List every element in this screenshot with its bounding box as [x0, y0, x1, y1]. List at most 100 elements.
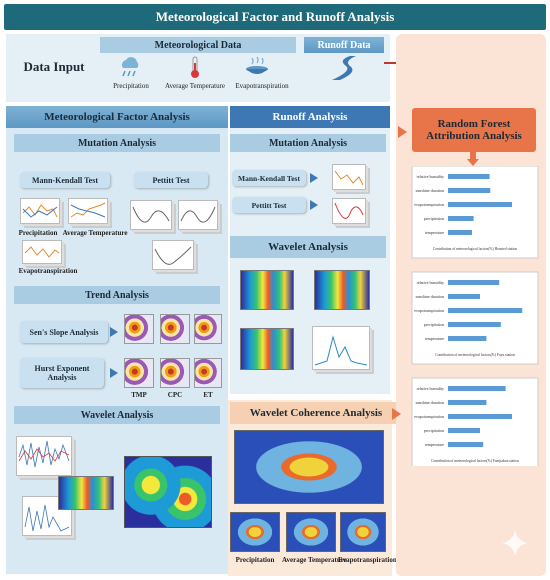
hurst-map-cpc	[160, 358, 190, 388]
sens-slope-label: Sen's Slope Analysis	[20, 321, 108, 343]
mk-label-precip: Precipitation	[18, 229, 58, 237]
wavelet-colorbar	[213, 456, 219, 528]
rf-chart-caption: Contribution of meteorological factors(%…	[433, 247, 517, 251]
rf-bar	[448, 230, 472, 235]
meteo-data-header: Meteorological Data	[100, 37, 296, 53]
map-label-et: ET	[203, 391, 213, 399]
rf-charts: relative humidity sunshine duration evapot…	[411, 166, 539, 466]
coherence-label-et: Evapotranspiration	[338, 556, 397, 564]
meteo-section-header: Meteorological Factor Analysis	[6, 106, 228, 128]
pettitt-chart-3	[152, 240, 194, 270]
hurst-exponent-label: Hurst Exponent Analysis	[20, 358, 104, 388]
runoff-section-header: Runoff Analysis	[230, 106, 390, 128]
rf-factor-label: temperature	[425, 442, 444, 447]
wavelet-small-spectrum	[58, 476, 114, 510]
mk-chart-temp	[68, 198, 108, 224]
pettitt-chart-2	[178, 200, 218, 230]
rf-chart-frame	[411, 271, 539, 365]
runoff-wavelet-2	[314, 270, 370, 310]
page-title: Meteorological Factor and Runoff Analysi…	[4, 4, 546, 30]
runoff-wavelet-3	[240, 328, 294, 370]
rf-factor-label: temperature	[425, 336, 444, 341]
sparkle-icon	[502, 530, 528, 556]
runoff-wavelet-1	[240, 270, 294, 310]
runoff-wavelet-header: Wavelet Analysis	[230, 236, 386, 258]
arrow-right-icon	[310, 173, 318, 183]
rf-factor-label: relative humidity	[417, 174, 444, 179]
rf-factor-label: sunshine duration	[416, 400, 444, 405]
hurst-map-et	[194, 358, 222, 388]
map-label-cpc: CPC	[167, 391, 183, 399]
input-label-temperature: Average Temperature	[164, 82, 226, 90]
rf-chart-caption: Contribution of meteorological factors(%…	[435, 353, 515, 357]
meteo-wavelet-header: Wavelet Analysis	[14, 406, 220, 424]
rf-factor-label: sunshine duration	[416, 294, 444, 299]
rf-factor-label: sunshine duration	[416, 188, 444, 193]
runoff-pettitt-chart	[332, 198, 366, 224]
arrow-right-icon	[310, 200, 318, 210]
river-icon	[330, 55, 358, 81]
sens-map-et	[194, 314, 222, 344]
rf-chart-frame	[411, 377, 539, 466]
wavelet-series-chart-1	[16, 436, 72, 476]
coherence-label-precip: Precipitation	[235, 556, 275, 564]
arrow-right-icon	[398, 126, 407, 138]
rf-bar	[448, 174, 490, 179]
mk-chart-precip	[20, 198, 60, 224]
rf-factor-label: precipitation	[424, 322, 444, 327]
sens-map-tmp	[124, 314, 154, 344]
rf-factor-label: evapotranspiration	[414, 414, 444, 419]
input-label-evapotranspiration: Evapotranspiration	[235, 82, 289, 90]
rf-factor-label: precipitation	[424, 216, 444, 221]
rf-bar	[448, 202, 512, 207]
rain-cloud-icon	[118, 56, 142, 78]
mk-chart-et	[22, 240, 62, 264]
arrow-right-icon	[392, 408, 401, 420]
sens-map-cpc	[160, 314, 190, 344]
rf-bar	[448, 294, 480, 299]
arrow-right-icon	[110, 368, 118, 378]
rf-factor-label: relative humidity	[417, 386, 444, 391]
rf-bar	[448, 400, 487, 405]
rf-bar	[448, 216, 474, 221]
rf-chart-caption: Contribution of meteorological factors(%…	[431, 459, 519, 463]
map-label-tmp: TMP	[131, 391, 147, 399]
coherence-plot-et	[340, 512, 386, 552]
rf-factor-label: temperature	[425, 230, 444, 235]
runoff-mutation-header: Mutation Analysis	[230, 134, 386, 152]
hurst-map-tmp	[124, 358, 154, 388]
pettitt-test-label: Pettitt Test	[134, 172, 208, 188]
pettitt-chart-1	[130, 200, 172, 230]
mk-label-temp: Average Temperature	[62, 229, 128, 237]
rf-bar	[448, 280, 500, 285]
runoff-mk-chart	[332, 164, 366, 190]
wavelet-large-spectrum	[124, 456, 212, 528]
rf-factor-label: relative humidity	[417, 280, 444, 285]
coherence-header: Wavelet Coherence Analysis	[230, 402, 402, 424]
rf-bar	[448, 414, 512, 419]
meteo-mutation-header: Mutation Analysis	[14, 134, 220, 152]
down-arrow	[467, 152, 479, 166]
rf-factor-label: evapotranspiration	[414, 202, 444, 207]
mk-test-label: Mann-Kendall Test	[20, 172, 110, 188]
rf-chart-frame	[411, 166, 539, 259]
coherence-plot-precip	[230, 512, 280, 552]
input-label-precipitation: Precipitation	[113, 82, 149, 90]
runoff-mk-test-label: Mann-Kendall Test	[232, 170, 306, 186]
rf-bar	[448, 386, 506, 391]
rf-bar	[448, 308, 523, 313]
rf-factor-label: precipitation	[424, 428, 444, 433]
runoff-data-header: Runoff Data	[304, 37, 384, 53]
coherence-plot-temp	[286, 512, 336, 552]
coherence-label-temp: Average Temperature	[282, 556, 347, 564]
rf-bar	[448, 442, 484, 447]
trend-analysis-header: Trend Analysis	[14, 286, 220, 304]
rf-factor-label: evapotranspiration	[414, 308, 444, 313]
evaporation-bowl-icon	[244, 56, 270, 78]
mk-label-et: Evapotranspiration	[18, 267, 78, 275]
thermometer-icon	[188, 55, 202, 79]
rf-bar	[448, 188, 491, 193]
arrow-right-icon	[110, 327, 118, 337]
coherence-plot-main	[234, 430, 384, 504]
runoff-global-wavelet-chart	[312, 326, 370, 370]
